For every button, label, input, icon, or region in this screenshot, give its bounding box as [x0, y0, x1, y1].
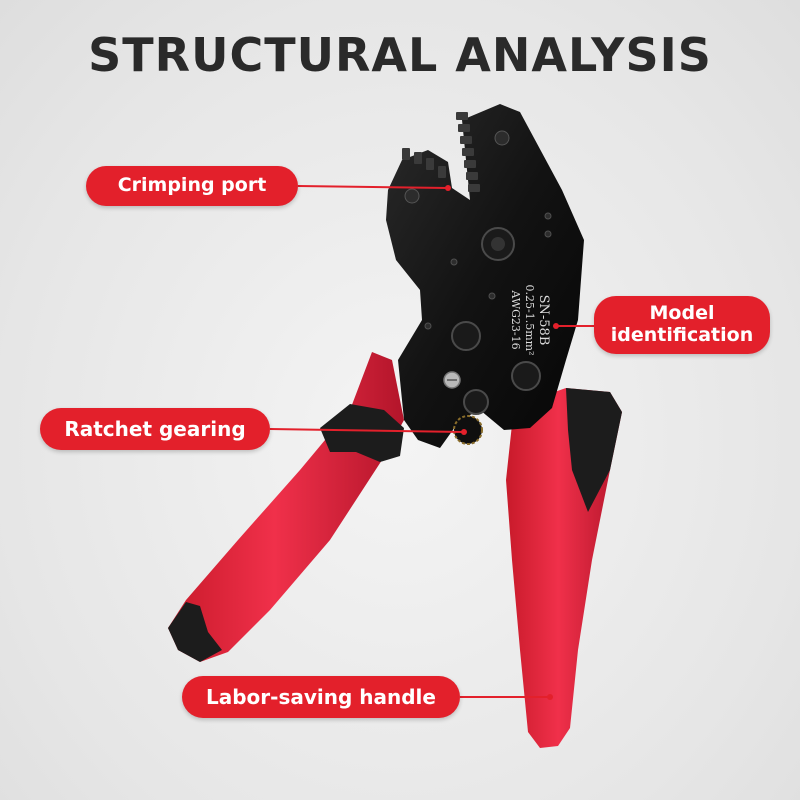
left-handle-grip-top: [320, 404, 404, 462]
engraving-range-awg: AWG23-16: [509, 289, 522, 349]
right-handle-grip-top: [566, 388, 622, 512]
page-title: STRUCTURAL ANALYSIS: [88, 28, 712, 82]
lower-jaw-teeth: [402, 148, 446, 178]
engraving-model: SN-58B: [536, 295, 551, 346]
engraving-range-mm: 0.25-1.5mm²: [523, 285, 536, 356]
label-crimping-port: Crimping port: [86, 166, 298, 206]
upper-jaw-teeth: [456, 112, 480, 192]
leader-crimping-port: [297, 185, 449, 189]
left-handle-grip-bottom: [168, 602, 222, 662]
jaw-screw-left: [404, 188, 420, 204]
tool-head: [386, 104, 584, 448]
label-model-line1: Model: [649, 302, 715, 325]
jaw-screw-right: [494, 130, 510, 146]
ratchet-wheel: [453, 415, 483, 445]
link-pivot-right: [511, 361, 541, 391]
label-ratchet-gearing: Ratchet gearing: [40, 408, 270, 450]
link-pivot-left: [451, 321, 481, 351]
label-model-identification: Model identification: [594, 296, 770, 354]
leader-ratchet-gearing: [269, 428, 465, 433]
label-model-line2: identification: [610, 324, 754, 346]
left-handle: [168, 352, 404, 662]
label-labor-saving-handle: Labor-saving handle: [182, 676, 460, 718]
